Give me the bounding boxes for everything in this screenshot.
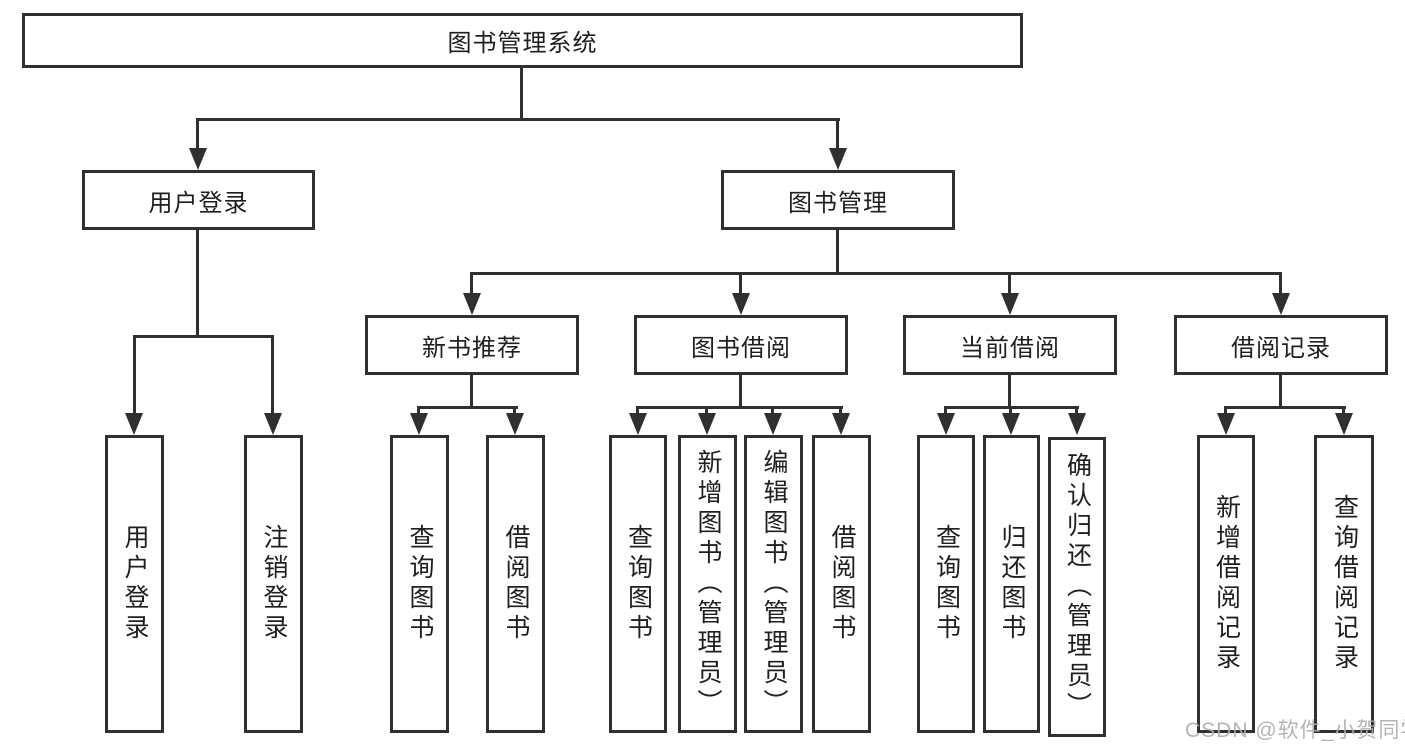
connector-login-stem xyxy=(196,230,199,335)
connector-arrow-stem xyxy=(739,272,742,293)
connector-root-stem xyxy=(520,68,523,118)
connector-arrow-stem xyxy=(133,335,136,415)
connector-arrow-stem xyxy=(513,406,516,416)
leaf-query-borrow-record: 查询借阅记录 xyxy=(1314,435,1374,733)
leaf-query-books-borrowing: 查询图书 xyxy=(609,435,667,733)
arrow-head xyxy=(506,413,524,435)
connector-group4-stem xyxy=(1279,375,1282,408)
connector-level3-rail xyxy=(471,272,1282,275)
connector-login-rail xyxy=(133,335,274,338)
node-book-management: 图书管理 xyxy=(721,170,955,230)
arrow-head xyxy=(1217,413,1235,435)
node-book-borrowing: 图书借阅 xyxy=(634,315,848,375)
watermark: CSDN @软件_小贺同学 xyxy=(1185,719,1405,742)
arrow-head-to-user-login xyxy=(189,148,207,170)
leaf-add-borrow-record: 新增借阅记录 xyxy=(1197,435,1255,733)
connector-arrow-stem xyxy=(836,118,839,150)
connector-arrow-stem xyxy=(636,406,639,416)
arrow-head-to-borrowing-records xyxy=(1272,293,1290,315)
connector-arrow-stem xyxy=(705,406,708,416)
node-user-login: 用户登录 xyxy=(82,170,315,230)
connector-arrow-stem xyxy=(470,272,473,293)
connector-group2-rail xyxy=(636,406,843,409)
connector-group3-stem xyxy=(1008,375,1011,408)
leaf-return-books: 归还图书 xyxy=(983,435,1040,733)
leaf-query-books-recommend: 查询图书 xyxy=(390,435,449,733)
connector-arrow-stem xyxy=(839,406,842,416)
arrow-head xyxy=(1068,413,1086,435)
connector-arrow-stem xyxy=(196,118,199,150)
arrow-head xyxy=(832,413,850,435)
leaf-query-books-current: 查询图书 xyxy=(917,435,975,733)
connector-group4-rail xyxy=(1224,406,1346,409)
connector-arrow-stem xyxy=(271,335,274,415)
arrow-head-to-book-management xyxy=(829,148,847,170)
leaf-logout: 注销登录 xyxy=(244,435,303,733)
arrow-head-to-leaf-user-login xyxy=(125,413,143,435)
arrow-head xyxy=(698,413,716,435)
leaf-confirm-return-admin: 确认归还（管理员） xyxy=(1048,437,1106,737)
connector-arrow-stem xyxy=(1224,406,1227,416)
connector-arrow-stem xyxy=(1009,406,1012,416)
arrow-head xyxy=(1335,413,1353,435)
leaf-borrow-books-borrowing: 借阅图书 xyxy=(812,435,871,733)
leaf-borrow-books-recommend: 借阅图书 xyxy=(486,435,545,733)
connector-arrow-stem xyxy=(1342,406,1345,416)
connector-group1-rail xyxy=(417,406,518,409)
connector-group1-stem xyxy=(470,375,473,408)
arrow-head xyxy=(937,413,955,435)
connector-group2-stem xyxy=(739,375,742,408)
node-current-borrowing: 当前借阅 xyxy=(903,315,1117,375)
leaf-user-login: 用户登录 xyxy=(105,435,164,733)
arrow-head-to-new-book-recommendation xyxy=(463,293,481,315)
connector-arrow-stem xyxy=(1075,406,1078,416)
leaf-edit-book-admin: 编辑图书（管理员） xyxy=(744,435,803,733)
connector-management-stem xyxy=(836,230,839,272)
connector-arrow-stem xyxy=(944,406,947,416)
arrow-head xyxy=(629,413,647,435)
connector-arrow-stem xyxy=(1008,272,1011,293)
connector-level2-rail xyxy=(197,118,840,121)
arrow-head xyxy=(410,413,428,435)
node-new-book-recommendation: 新书推荐 xyxy=(365,315,579,375)
connector-arrow-stem xyxy=(1279,272,1282,293)
connector-arrow-stem xyxy=(771,406,774,416)
node-borrowing-records: 借阅记录 xyxy=(1174,315,1388,375)
arrow-head-to-current-borrowing xyxy=(1001,293,1019,315)
leaf-add-book-admin: 新增图书（管理员） xyxy=(678,435,737,733)
arrow-head xyxy=(1002,413,1020,435)
arrow-head-to-leaf-logout xyxy=(264,413,282,435)
arrow-head-to-book-borrowing xyxy=(732,293,750,315)
arrow-head xyxy=(764,413,782,435)
node-library-management-system: 图书管理系统 xyxy=(22,13,1023,68)
connector-arrow-stem xyxy=(417,406,420,416)
